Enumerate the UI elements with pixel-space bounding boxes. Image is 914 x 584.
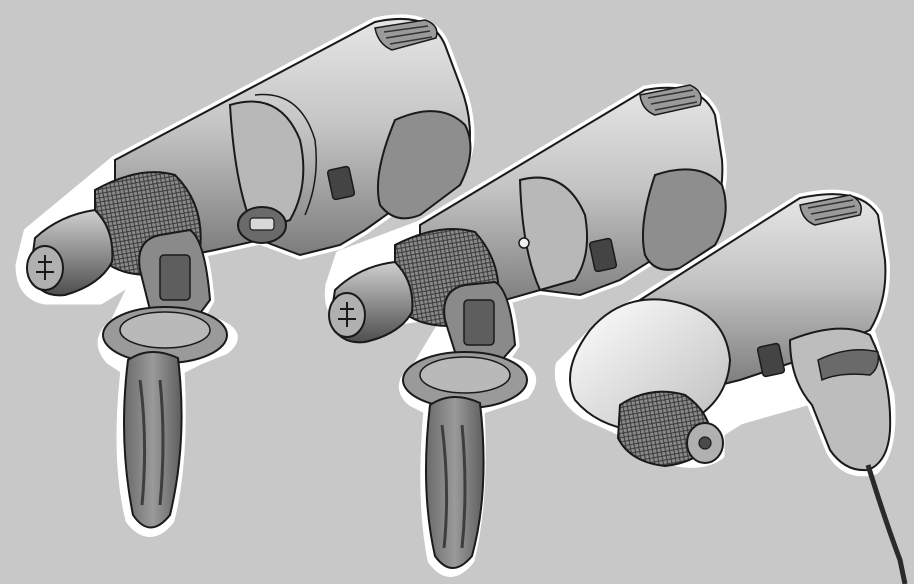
drill-3-badge-icon (756, 342, 786, 378)
drill-3 (554, 189, 908, 584)
drill-1-vent-lines (383, 25, 433, 45)
drill-3-trigger (817, 349, 880, 382)
drill-2-rear-grip (641, 168, 727, 271)
drill-2-badge-icon (588, 237, 618, 273)
drill-2-side-grip (425, 396, 485, 569)
drill-1 (15, 14, 475, 537)
drill-2 (324, 83, 727, 577)
drill-1-collar (228, 100, 305, 234)
drill-1-side-grip (123, 351, 183, 529)
drill-3-cable (865, 464, 908, 584)
drill-1-rear-grip (376, 110, 472, 220)
drill-1-badge-icon (326, 165, 356, 201)
